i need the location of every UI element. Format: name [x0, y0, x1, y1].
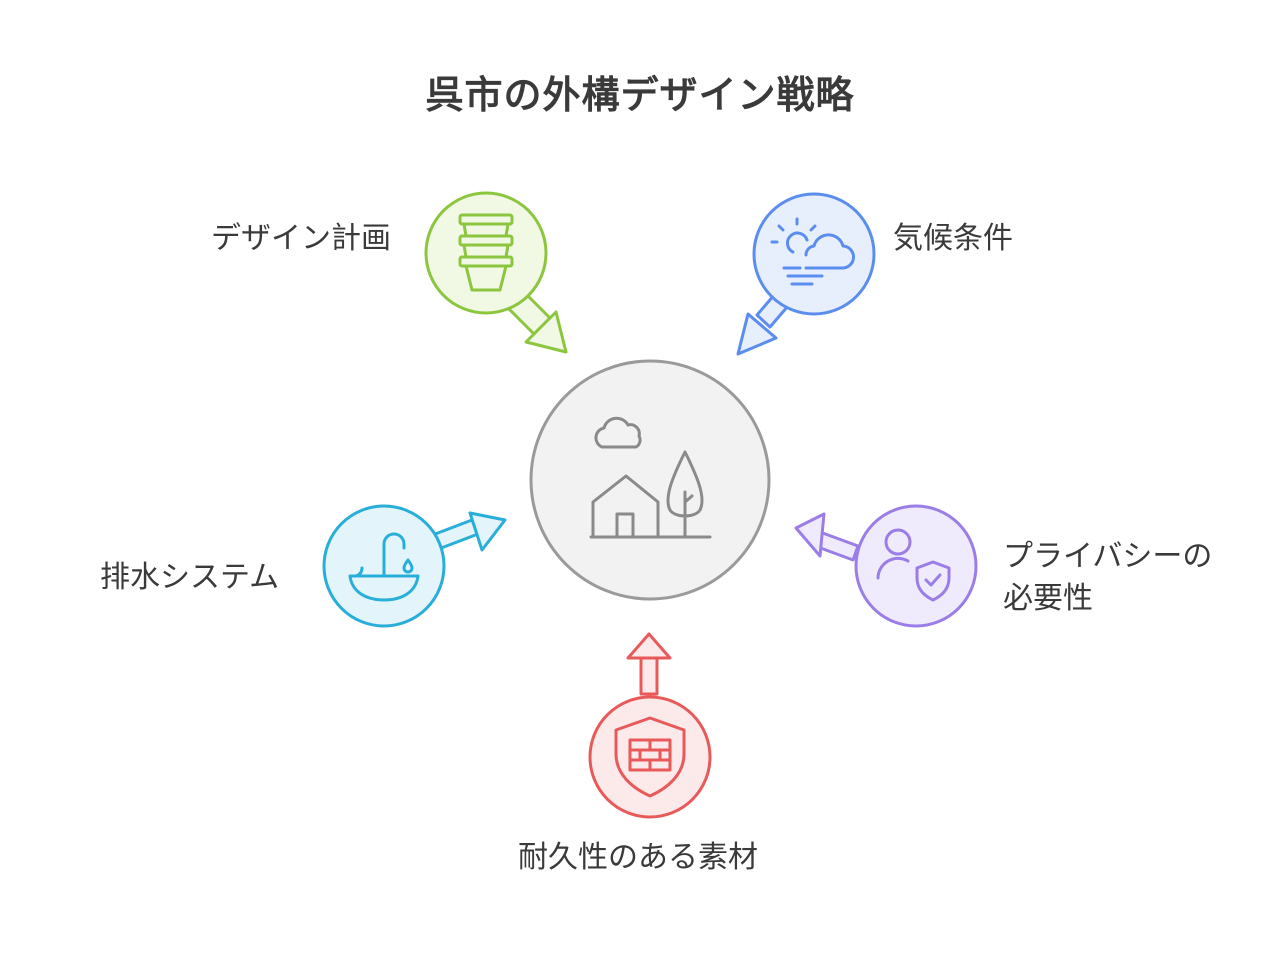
- node-design: [424, 191, 568, 354]
- label-privacy-line2: 必要性: [1003, 581, 1093, 616]
- label-drainage: 排水システム: [100, 560, 280, 595]
- label-climate: 気候条件: [893, 221, 1013, 256]
- sun-cloud-wind-icon: [770, 217, 855, 286]
- label-materials: 耐久性のある素材: [518, 840, 758, 875]
- hub-node: [529, 359, 771, 601]
- node-privacy: [794, 504, 978, 628]
- node-drainage: [322, 504, 507, 628]
- label-design: デザイン計画: [211, 221, 391, 256]
- node-climate: [736, 192, 876, 356]
- label-privacy-line1: プライバシーの: [1003, 539, 1213, 574]
- faucet-basin-icon: [348, 532, 420, 602]
- stacked-pots-icon: [458, 213, 514, 292]
- node-materials: [588, 632, 712, 819]
- page-title: 呉市の外構デザイン戦略: [425, 73, 855, 117]
- user-shield-icon: [876, 528, 951, 602]
- house-tree-cloud-icon: [589, 416, 712, 539]
- arrow-materials: [639, 654, 659, 696]
- brick-shield-icon: [614, 716, 686, 798]
